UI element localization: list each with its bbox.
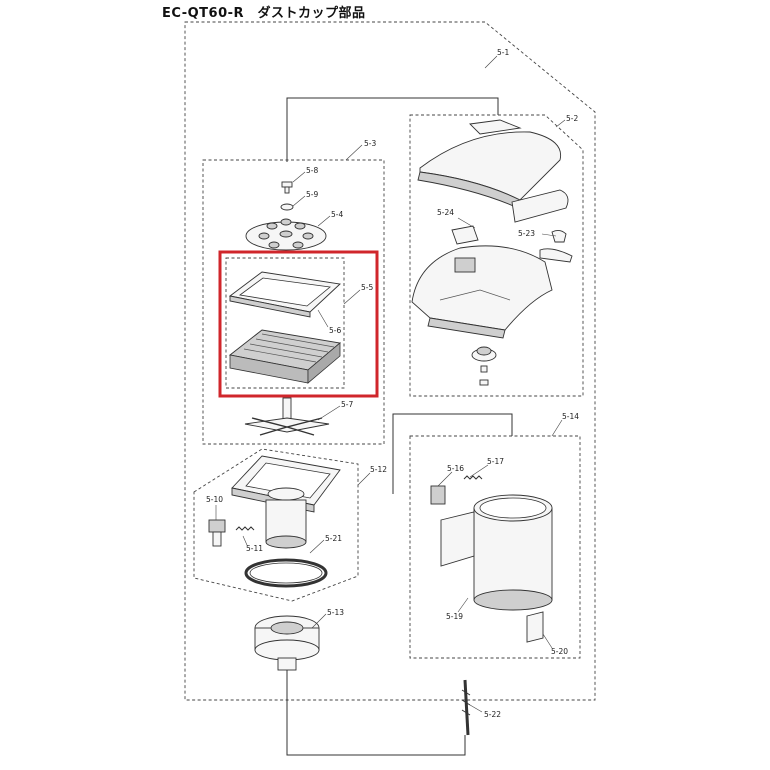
clip-5-16 (430, 485, 446, 505)
label-5-20 (526, 611, 544, 643)
group-box-5-3 (202, 159, 385, 445)
label-5-22: 5-22 (484, 710, 501, 719)
clip-5-10 (208, 519, 226, 547)
highlight-box-5-5 (218, 250, 379, 398)
screw-5-8 (281, 181, 293, 194)
label-5-9: 5-9 (306, 190, 318, 199)
label-5-17: 5-17 (487, 457, 504, 466)
cup-body-5-14 (440, 494, 553, 611)
connector-line-right (392, 413, 513, 494)
label-5-19: 5-19 (446, 612, 463, 621)
connector-line-top (286, 97, 499, 162)
cyclone-disc-5-4 (245, 218, 327, 251)
label-5-3: 5-3 (364, 139, 376, 148)
gear-part (471, 346, 497, 386)
spring-5-11 (235, 526, 255, 531)
cover-5-2 (417, 119, 562, 209)
leader-lines (215, 55, 566, 713)
label-5-13: 5-13 (327, 608, 344, 617)
spring-5-17 (463, 475, 483, 480)
small-cover-5-23 (511, 189, 569, 223)
spider-part-5-7 (244, 397, 330, 436)
label-5-4: 5-4 (331, 210, 343, 219)
label-5-23: 5-23 (518, 229, 535, 238)
group-box-5-14 (409, 435, 581, 659)
label-5-8: 5-8 (306, 166, 318, 175)
gasket-ring-5-21 (244, 558, 328, 588)
filter-frame-5-6 (228, 271, 341, 318)
group-box-5-2 (409, 114, 584, 397)
label-5-24: 5-24 (437, 208, 454, 217)
label-5-16: 5-16 (447, 464, 464, 473)
label-5-5: 5-5 (361, 283, 373, 292)
upper-housing (411, 245, 553, 339)
label-5-20: 5-20 (551, 647, 568, 656)
brush-5-22 (461, 679, 471, 736)
label-5-21: 5-21 (325, 534, 342, 543)
assembly-boundary-5-1 (184, 21, 596, 701)
bottom-cap-5-13 (254, 615, 320, 671)
sheet-5-24 (451, 225, 479, 245)
washer-5-9 (280, 203, 294, 211)
dust-case-5-12 (231, 455, 341, 549)
label-5-14: 5-14 (562, 412, 579, 421)
filter-5-5 (228, 329, 342, 384)
connector-line-bottom (286, 650, 466, 756)
group-box-5-5 (225, 257, 345, 389)
label-5-1: 5-1 (497, 48, 509, 57)
label-5-6: 5-6 (329, 326, 341, 335)
label-5-11: 5-11 (246, 544, 263, 553)
label-5-12: 5-12 (370, 465, 387, 474)
diagram-title: EC-QT60-R ダストカップ部品 (162, 6, 366, 21)
label-5-7: 5-7 (341, 400, 353, 409)
latch-part (539, 229, 573, 263)
label-5-10: 5-10 (206, 495, 223, 504)
label-5-2: 5-2 (566, 114, 578, 123)
